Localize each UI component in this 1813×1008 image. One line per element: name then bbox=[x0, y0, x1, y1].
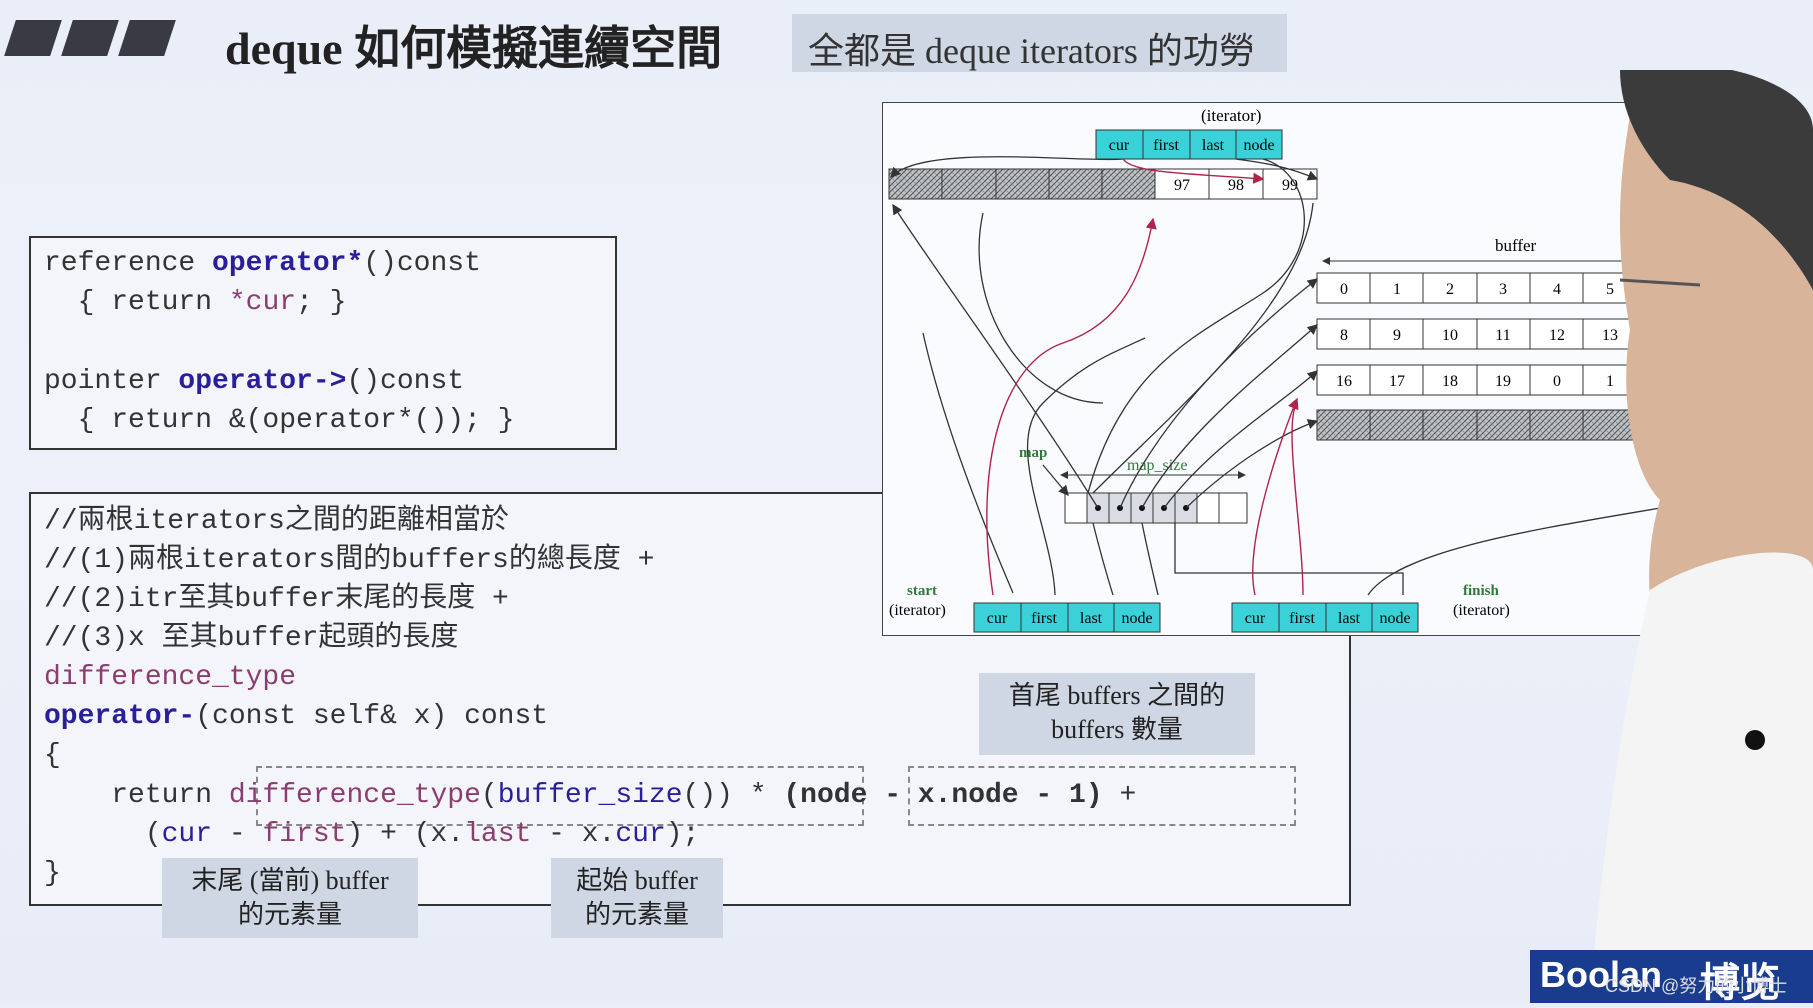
deque-diagram-svg: (iterator) cur first last node 97 98 99 bbox=[888, 106, 1718, 633]
brand-logo-cn: 博览 bbox=[1700, 960, 1780, 1005]
buffer-cell: 0 bbox=[1340, 281, 1348, 298]
code-line: operator-(const self& x) const bbox=[44, 701, 549, 732]
code-line: reference operator*()const bbox=[44, 248, 481, 279]
buffer-cell: 12 bbox=[1549, 327, 1565, 344]
code-line: { return &(operator*()); } bbox=[44, 405, 515, 436]
code-line: { return *cur; } bbox=[44, 287, 347, 318]
dashed-box-buffer-size bbox=[256, 766, 864, 826]
buffer-cell: 18 bbox=[1442, 373, 1458, 390]
start-sub-label: (iterator) bbox=[889, 602, 946, 619]
map-size-label: map_size bbox=[1127, 457, 1187, 474]
iter-field: cur bbox=[1109, 137, 1130, 154]
iter-field: last bbox=[1338, 610, 1361, 627]
top-iterator: cur first last node bbox=[1095, 129, 1283, 160]
iter-field: node bbox=[1121, 610, 1152, 627]
buffer-cell: 1 bbox=[1606, 373, 1614, 390]
red-arrows bbox=[986, 158, 1304, 596]
iter-field: first bbox=[1153, 137, 1179, 154]
brand-logo: Boolan bbox=[1540, 954, 1662, 995]
buffer-cell: 4 bbox=[1553, 281, 1561, 298]
deque-diagram: (iterator) cur first last node 97 98 99 bbox=[882, 102, 1718, 636]
code-line: difference_type bbox=[44, 662, 297, 693]
code-comment: //(2)itr至其buffer末尾的長度 + bbox=[44, 584, 509, 615]
slide-title: deque 如何模擬連續空間 bbox=[225, 23, 723, 74]
buffer-cell: 9 bbox=[1393, 327, 1401, 344]
code-comment: //(3)x 至其buffer起頭的長度 bbox=[44, 623, 459, 654]
map-label: map bbox=[1019, 445, 1047, 461]
start-iterator: cur first last node bbox=[973, 602, 1161, 633]
iter-field: last bbox=[1202, 137, 1225, 154]
buffer-cell: 2 bbox=[1446, 281, 1454, 298]
iter-field: cur bbox=[987, 610, 1008, 627]
top-iterator-label: (iterator) bbox=[1201, 106, 1261, 125]
finish-iterator: cur first last node bbox=[1231, 602, 1419, 633]
dashed-box-node-diff bbox=[908, 766, 1296, 826]
finish-label: finish bbox=[1463, 583, 1500, 599]
buffer-cell: 3 bbox=[1499, 281, 1507, 298]
buffer-cell: 10 bbox=[1442, 327, 1458, 344]
slide-subtitle: 全都是 deque iterators 的功勞 bbox=[808, 31, 1255, 71]
iter-field: cur bbox=[1245, 610, 1266, 627]
buffer-cell: 13 bbox=[1602, 327, 1618, 344]
code-line: return difference_type(buffer_size()) * … bbox=[44, 780, 1137, 811]
code-box-operators bbox=[29, 236, 617, 450]
iter-field: first bbox=[1031, 610, 1057, 627]
map-array bbox=[1064, 492, 1248, 524]
top-buffer: 97 98 99 bbox=[888, 168, 1318, 200]
buffer-cell: 1 bbox=[1393, 281, 1401, 298]
start-label: start bbox=[907, 583, 937, 599]
presenter-image bbox=[1590, 70, 1813, 1003]
code-line: } bbox=[44, 858, 61, 889]
buffer-cell: 16 bbox=[1336, 373, 1352, 390]
iter-field: node bbox=[1379, 610, 1410, 627]
logo-bars bbox=[0, 20, 185, 60]
code-comment: //兩根iterators之間的距離相當於 bbox=[44, 506, 509, 537]
buffer-cell: 0 bbox=[1553, 373, 1561, 390]
code-line: (cur - first) + (x.last - x.cur); bbox=[44, 819, 700, 850]
finish-sub-label: (iterator) bbox=[1453, 602, 1510, 619]
buffer-cell: 17 bbox=[1389, 373, 1405, 390]
buffer-cell: 5 bbox=[1606, 281, 1614, 298]
code-comment: //(1)兩根iterators間的buffers的總長度 + bbox=[44, 545, 655, 576]
buffer-label: buffer bbox=[1495, 236, 1537, 255]
code-line: { bbox=[44, 740, 61, 771]
buffer-cell: 98 bbox=[1228, 177, 1244, 194]
buffer-cell: 19 bbox=[1495, 373, 1511, 390]
buffer-cell: 8 bbox=[1340, 327, 1348, 344]
code-line: pointer operator->()const bbox=[44, 366, 465, 397]
watermark: CSDN @努力的小博士 bbox=[1605, 976, 1788, 996]
brand-banner bbox=[1530, 950, 1813, 1003]
iter-field: last bbox=[1080, 610, 1103, 627]
iter-field: first bbox=[1289, 610, 1315, 627]
iter-field: node bbox=[1243, 137, 1274, 154]
buffer-cell: 11 bbox=[1495, 327, 1510, 344]
buffer-cell: 97 bbox=[1174, 177, 1190, 194]
subtitle-box bbox=[792, 14, 1287, 72]
